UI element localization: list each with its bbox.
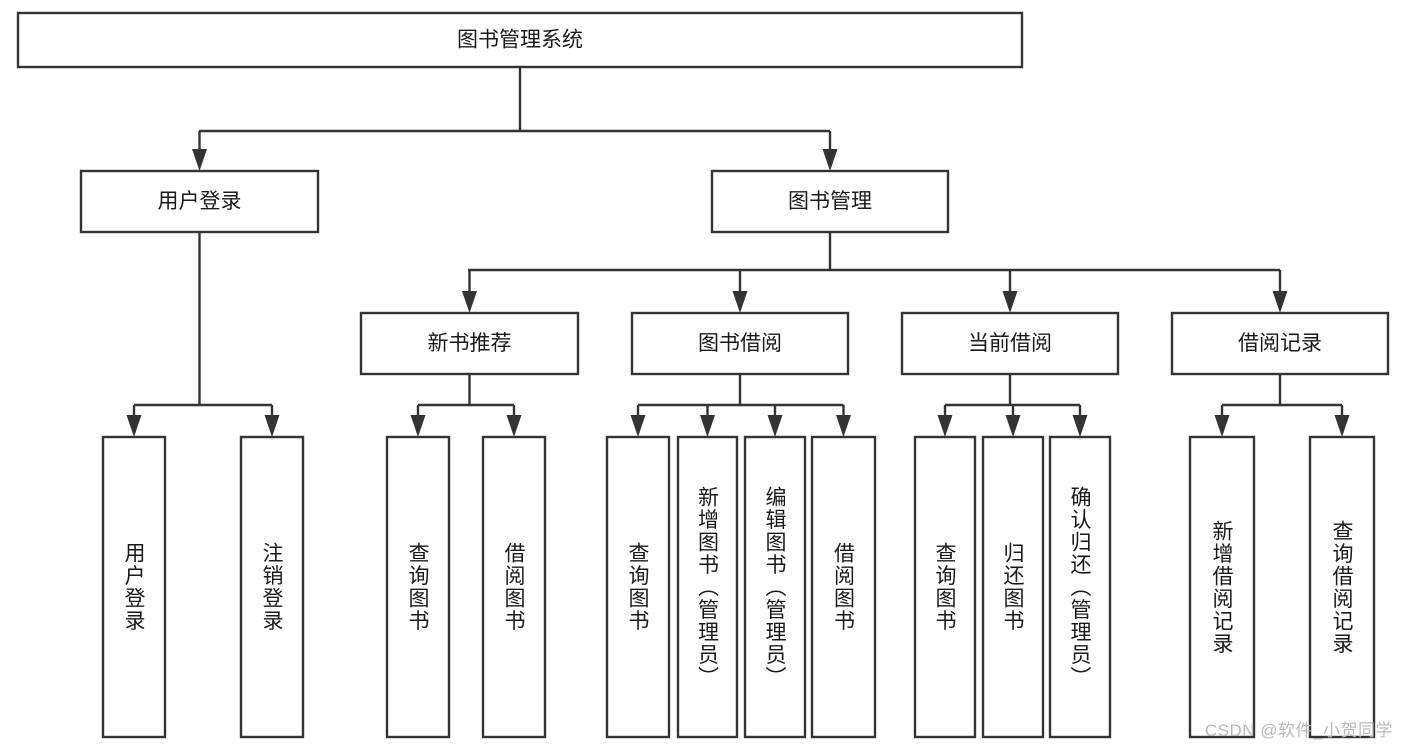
node-label-user-login: 用户登录 (158, 190, 242, 213)
node-box-nbr-query-book (385, 435, 451, 739)
arrow-to-bb-query-book (630, 415, 646, 437)
arrow-to-cb-query-book (937, 415, 953, 437)
node-box-bb-query-book (605, 435, 671, 739)
arrow-to-br-add-record (1214, 415, 1230, 437)
node-box-nbr-borrow-book (481, 435, 547, 739)
node-box-bb-edit-book (743, 435, 807, 739)
node-label-current-borrow: 当前借阅 (968, 332, 1052, 355)
node-box-br-add-record (1188, 435, 1256, 739)
node-box-bb-borrow-book (810, 435, 877, 739)
node-label-book-manage: 图书管理 (788, 190, 872, 213)
node-box-root (16, 11, 1024, 69)
node-box-book-borrow (630, 311, 850, 376)
arrow-to-nbr-borrow-book (506, 415, 522, 437)
watermark-text: CSDN @软件_小贺同学 (1204, 721, 1393, 740)
node-box-current-borrow (900, 311, 1120, 376)
node-label-new-book-recommend: 新书推荐 (428, 332, 512, 355)
arrow-to-bb-add-book (700, 415, 715, 437)
node-box-cb-query-book (913, 435, 977, 739)
arrow-to-bb-borrow-book (836, 415, 851, 437)
connectors-layer (126, 67, 1350, 437)
boxes-layer (16, 11, 1390, 739)
arrow-to-new-book-recommend (462, 291, 477, 313)
arrow-to-nbr-query-book (410, 415, 426, 437)
node-label-book-borrow: 图书借阅 (698, 332, 782, 355)
node-box-cb-confirm-return (1048, 435, 1112, 739)
arrow-to-logout-do (264, 415, 280, 437)
arrow-to-user-login (192, 149, 207, 171)
node-box-bb-add-book (676, 435, 739, 739)
node-label-root: 图书管理系统 (457, 29, 583, 52)
arrow-to-cb-return-book (1005, 415, 1021, 437)
node-label-borrow-record: 借阅记录 (1238, 332, 1322, 355)
node-box-user-login (79, 169, 320, 234)
node-box-borrow-record (1170, 311, 1390, 376)
arrow-to-book-borrow (732, 291, 748, 313)
arrow-to-br-query-record (1334, 415, 1350, 437)
arrow-to-bb-edit-book (767, 415, 783, 437)
arrow-to-borrow-record (1272, 291, 1288, 313)
node-box-br-query-record (1308, 435, 1376, 739)
node-box-logout-do (239, 435, 305, 739)
node-box-book-manage (710, 169, 950, 234)
node-box-cb-return-book (981, 435, 1045, 739)
arrow-to-book-manage (822, 149, 838, 171)
arrow-to-login-do (126, 415, 142, 437)
arrow-to-current-borrow (1002, 291, 1018, 313)
arrow-to-cb-confirm-return (1072, 415, 1088, 437)
node-box-new-book-recommend (359, 311, 580, 376)
node-box-login-do (101, 435, 167, 739)
